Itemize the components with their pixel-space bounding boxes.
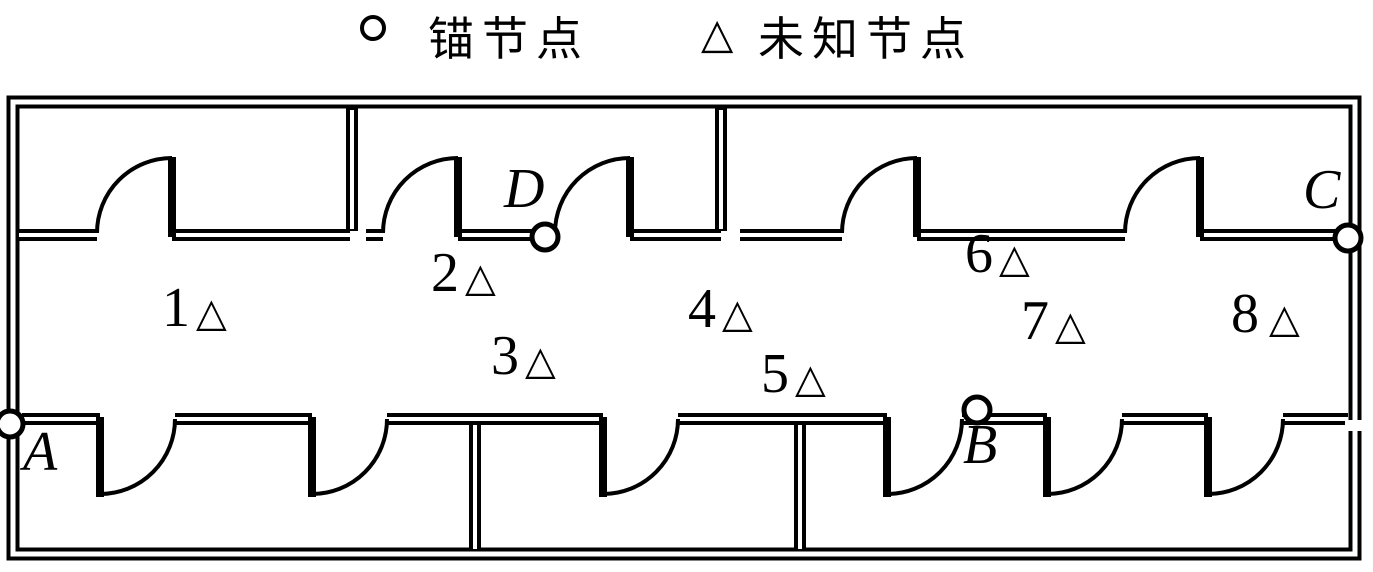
- door-bottom-4: [883, 417, 964, 497]
- interior-walls-inner-line: [19, 110, 1348, 549]
- triangle-icon: △: [1055, 303, 1086, 349]
- anchor-node-circle-B: [961, 394, 993, 426]
- unknown-node-4: 4△: [688, 281, 753, 337]
- unknown-node-7: 7△: [1021, 293, 1086, 349]
- door-swing-arc: [886, 418, 964, 496]
- triangle-icon: △: [1269, 296, 1300, 342]
- triangle-icon: △: [722, 291, 753, 337]
- door-swing-arc: [1046, 418, 1124, 496]
- door-bottom-3: [599, 417, 680, 497]
- legend-unknown-label: 未知节点: [758, 14, 974, 65]
- triangle-icon: △: [196, 290, 227, 336]
- unknown-node-2-number: 2: [431, 242, 459, 304]
- door-top-1: [95, 156, 176, 237]
- anchor-node-circle-C: [1332, 222, 1364, 254]
- triangle-icon: △: [999, 236, 1030, 282]
- triangle-icon: △: [465, 255, 496, 301]
- door-swing-arc: [840, 156, 918, 234]
- unknown-node-1: 1△: [162, 280, 227, 336]
- door-top-5: [1123, 156, 1204, 237]
- door-top-4: [840, 156, 921, 237]
- outer-wall-inner-line: [10, 99, 1358, 557]
- unknown-node-4-number: 4: [688, 278, 716, 340]
- unknown-node-3: 3△: [491, 328, 556, 384]
- unknown-node-3-number: 3: [491, 325, 519, 387]
- unknown-node-6-number: 6: [965, 223, 993, 285]
- unknown-node-legend-triangle-icon: △: [701, 9, 734, 58]
- anchor-node-legend-circle-icon: [360, 15, 386, 41]
- door-swing-arc: [602, 418, 680, 496]
- door-swing-arc: [553, 156, 631, 234]
- anchor-node-circle-A: [0, 408, 26, 440]
- door-top-3: [553, 156, 634, 237]
- door-bottom-1: [96, 417, 177, 497]
- unknown-node-1-number: 1: [162, 277, 190, 339]
- unknown-node-8: 8△: [1231, 286, 1300, 342]
- unknown-node-5: 5△: [761, 346, 826, 402]
- door-bottom-2: [308, 417, 389, 497]
- anchor-label-B: B: [963, 414, 998, 476]
- anchor-label-D: D: [504, 158, 545, 220]
- door-swing-arc: [311, 418, 389, 496]
- right-wall-gap: [1345, 420, 1365, 431]
- door-swing-arc: [99, 418, 177, 496]
- triangle-icon: △: [795, 356, 826, 402]
- door-top-2: [381, 156, 462, 237]
- door-swing-arc: [1123, 156, 1201, 234]
- door-bottom-6: [1204, 417, 1285, 497]
- door-swing-arc: [95, 156, 173, 234]
- unknown-node-2: 2△: [431, 245, 496, 301]
- door-bottom-5: [1043, 417, 1124, 497]
- legend-anchor-label: 锚节点: [428, 14, 590, 65]
- anchor-node-circle-D: [529, 221, 561, 253]
- unknown-node-5-number: 5: [761, 343, 789, 405]
- unknown-node-7-number: 7: [1021, 290, 1049, 352]
- unknown-node-6: 6△: [965, 226, 1030, 282]
- anchor-label-A: A: [23, 421, 58, 483]
- anchor-label-C: C: [1303, 159, 1341, 221]
- door-swing-arc: [381, 156, 459, 234]
- door-swing-arc: [1207, 418, 1285, 496]
- triangle-icon: △: [525, 338, 556, 384]
- unknown-node-8-number: 8: [1231, 283, 1259, 345]
